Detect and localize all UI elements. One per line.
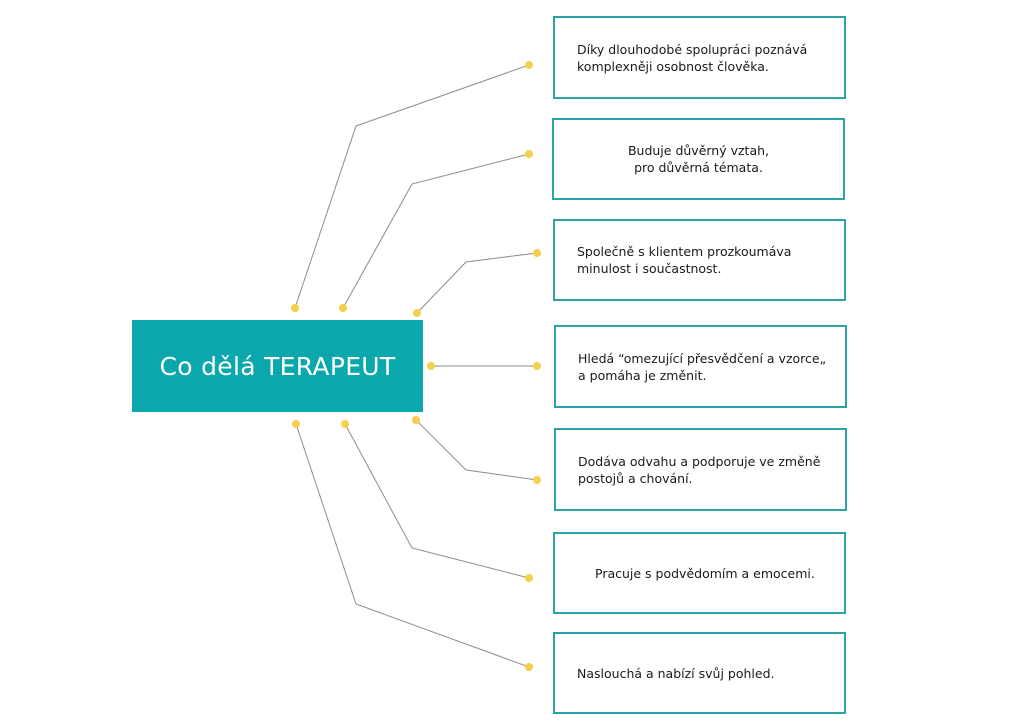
connector-line — [294, 64, 530, 309]
item-text: Buduje důvěrný vztah, pro důvěrná témata… — [627, 143, 770, 175]
item-text: Naslouchá a nabízí svůj pohled. — [577, 665, 775, 681]
connector-dot — [525, 574, 533, 582]
connector-dot — [292, 420, 300, 428]
item-text: Hledá “omezující přesvědčení a vzorce„ a… — [578, 350, 827, 383]
connector-line — [416, 252, 538, 314]
central-topic: Co dělá TERAPEUT — [132, 320, 423, 412]
connector-line — [295, 423, 530, 668]
connector-dot — [533, 476, 541, 484]
connector-dot — [413, 309, 421, 317]
connector-dot — [533, 249, 541, 257]
item-box-limiting-beliefs: Hledá “omezující přesvědčení a vzorce„ a… — [554, 325, 847, 408]
item-text: Společně s klientem prozkoumáva minulost… — [577, 244, 792, 276]
item-box-trust-relationship: Buduje důvěrný vztah, pro důvěrná témata… — [552, 118, 845, 200]
connector-dot — [525, 61, 533, 69]
central-topic-title: Co dělá TERAPEUT — [159, 351, 396, 381]
item-box-courage-support: Dodáva odvahu a podporuje ve změně posto… — [554, 428, 847, 511]
item-text: Dodáva odvahu a podporuje ve změně posto… — [578, 453, 821, 486]
item-text: Díky dlouhodobé spolupráci poznává kompl… — [577, 41, 808, 74]
connector-dot — [341, 420, 349, 428]
item-box-long-term-cooperation: Díky dlouhodobé spolupráci poznává kompl… — [553, 16, 846, 99]
connector-dot — [412, 416, 420, 424]
connector-dot — [533, 362, 541, 370]
item-box-listens-offers-view: Naslouchá a nabízí svůj pohled. — [553, 632, 846, 714]
connector-line — [415, 419, 538, 481]
item-box-explore-past-present: Společně s klientem prozkoumáva minulost… — [553, 219, 846, 301]
connector-line — [344, 423, 530, 579]
connector-dot — [427, 362, 435, 370]
item-text: Pracuje s podvědomím a emocemi. — [595, 565, 815, 581]
item-box-subconscious-emotions: Pracuje s podvědomím a emocemi. — [553, 532, 846, 614]
connector-line — [342, 153, 530, 309]
connector-dot — [525, 663, 533, 671]
connector-dot — [525, 150, 533, 158]
connector-dot — [291, 304, 299, 312]
connector-dot — [339, 304, 347, 312]
